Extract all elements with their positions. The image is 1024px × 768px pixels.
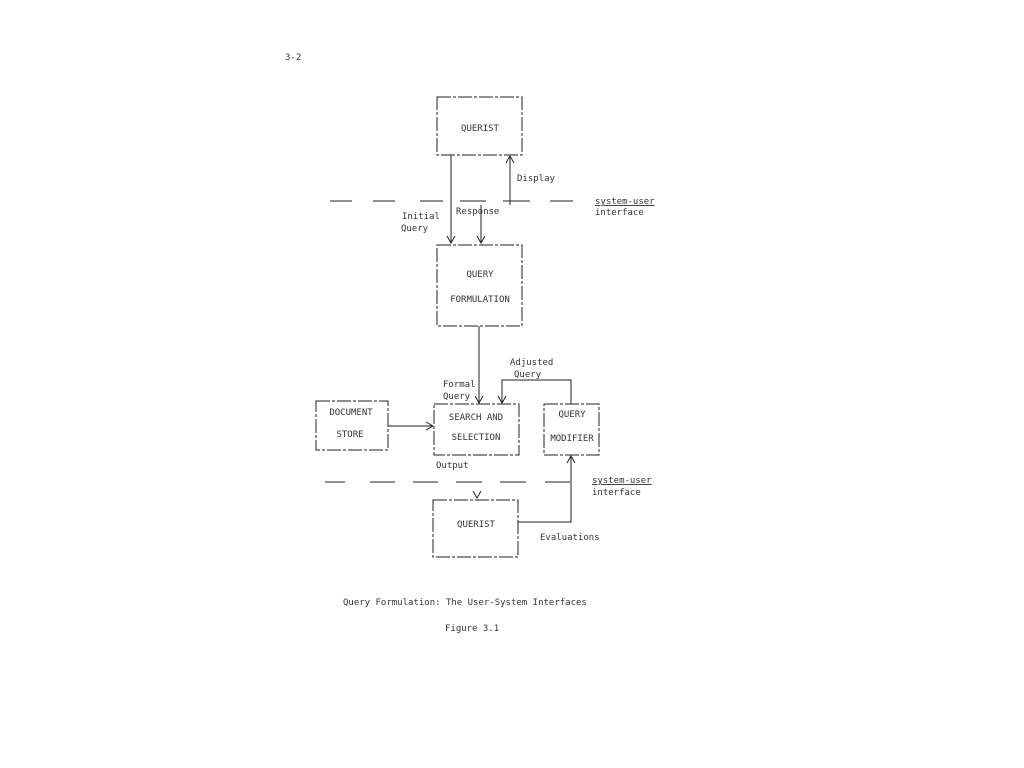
- upper-interface-label-1: system-user: [595, 197, 655, 207]
- search-selection-label-2: SELECTION: [452, 433, 501, 443]
- querist-top-label: QUERIST: [461, 124, 500, 134]
- adjusted-query-label-2: Query: [514, 370, 542, 380]
- lower-interface-label-1: system-user: [592, 476, 652, 486]
- output-arrowhead: [472, 490, 482, 500]
- adjusted-query-label-1: Adjusted: [510, 358, 553, 368]
- arrowhead: [476, 235, 486, 245]
- adjusted-query-arrow: [501, 379, 572, 404]
- evaluations-label: Evaluations: [540, 533, 600, 543]
- arrowhead: [566, 454, 576, 464]
- evaluations-arrow: [518, 456, 572, 523]
- initial-query-label-1: Initial: [402, 212, 440, 222]
- querist-bottom-label: QUERIST: [457, 520, 496, 530]
- query-formulation-label-2: FORMULATION: [450, 295, 510, 305]
- output-label: Output: [436, 461, 469, 471]
- page-number: 3-2: [285, 53, 301, 63]
- query-formulation-box: [436, 244, 523, 327]
- upper-interface-label-2: interface: [595, 208, 644, 218]
- query-modifier-box: [543, 403, 600, 456]
- initial-query-label-2: Query: [401, 224, 429, 234]
- arrowhead: [446, 235, 456, 245]
- response-label: Response: [456, 207, 499, 217]
- search-selection-box: [433, 403, 520, 456]
- document-store-label-2: STORE: [336, 430, 363, 440]
- arrowhead: [505, 154, 515, 164]
- document-store-label-1: DOCUMENT: [329, 408, 373, 418]
- query-formulation-label-1: QUERY: [466, 270, 494, 280]
- display-label: Display: [517, 174, 556, 184]
- arrowhead: [425, 421, 435, 431]
- query-modifier-label-1: QUERY: [558, 410, 586, 420]
- formal-query-label-2: Query: [443, 392, 471, 402]
- query-modifier-label-2: MODIFIER: [550, 434, 594, 444]
- arrowhead: [474, 395, 484, 405]
- querist-bottom-box: [432, 499, 519, 558]
- arrowhead: [497, 395, 507, 405]
- lower-interface-label-2: interface: [592, 488, 641, 498]
- search-selection-label-1: SEARCH AND: [449, 413, 503, 423]
- querist-top-box: [436, 96, 523, 156]
- formal-query-label-1: Formal: [443, 380, 476, 390]
- figure-caption: Query Formulation: The User-System Inter…: [343, 598, 587, 608]
- figure-label: Figure 3.1: [445, 624, 499, 634]
